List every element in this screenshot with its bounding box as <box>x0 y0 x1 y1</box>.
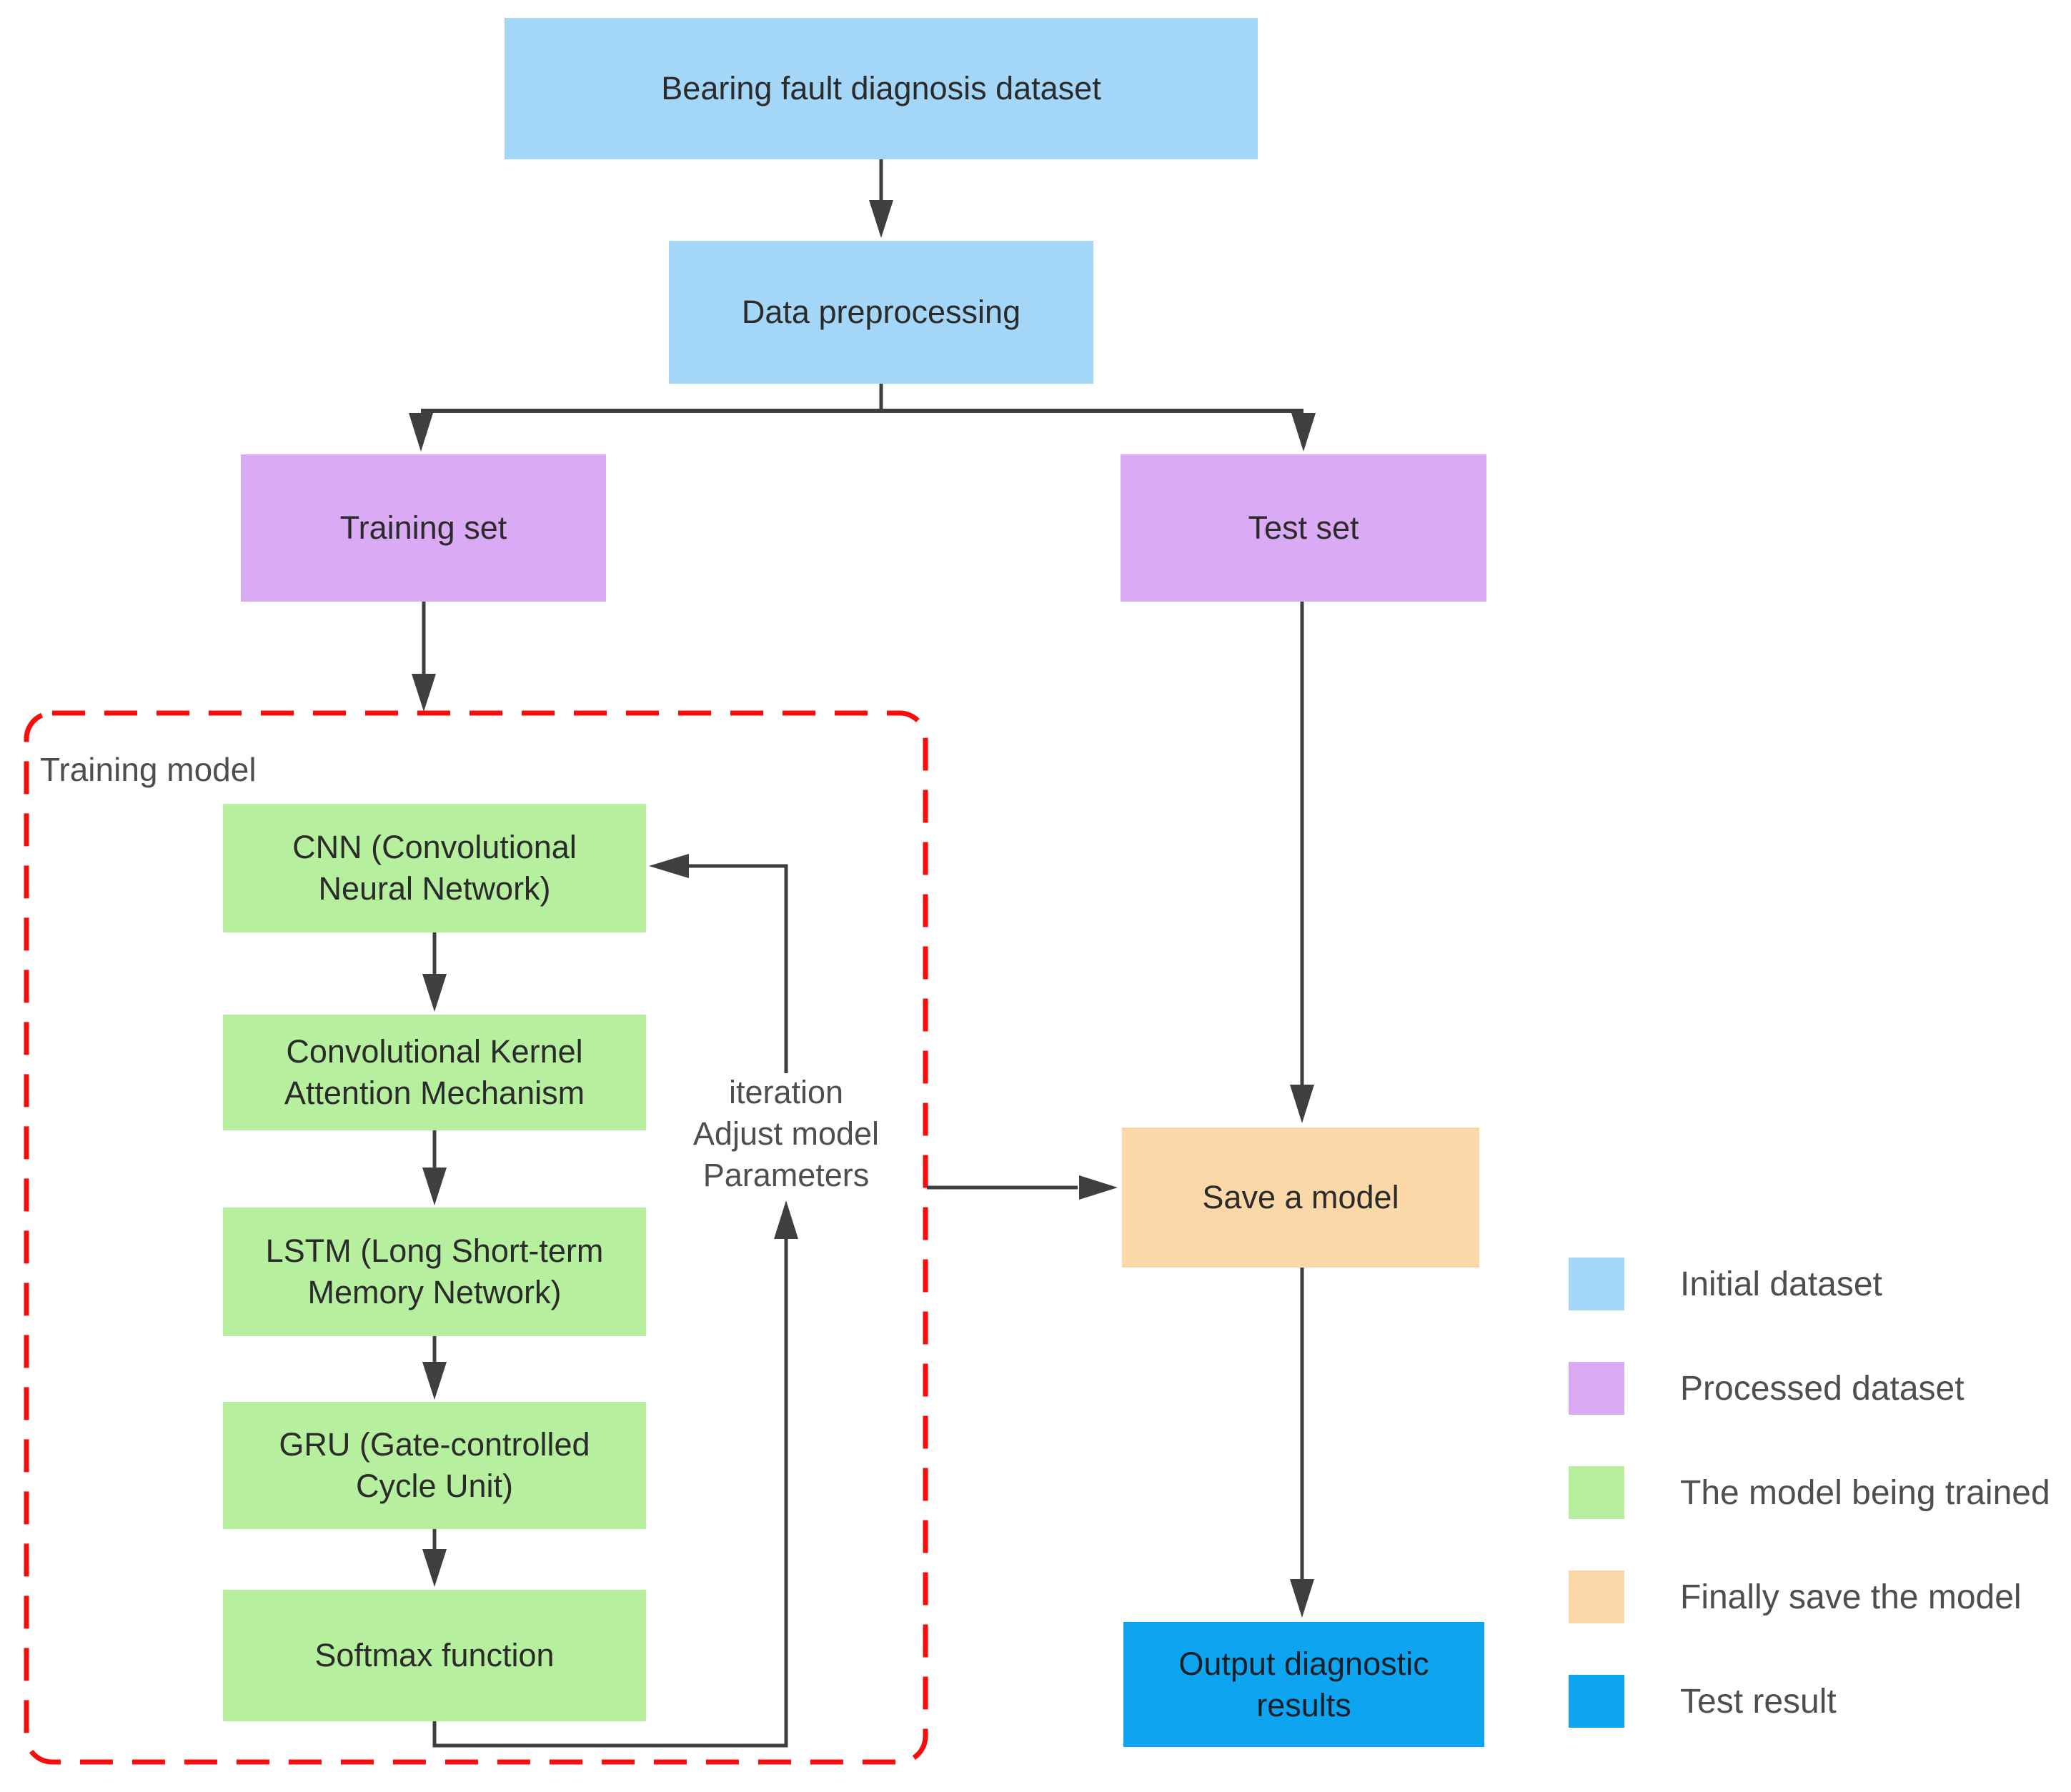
arrowhead-group-to-save <box>1079 1175 1118 1200</box>
node-save-model: Save a model <box>1122 1128 1479 1268</box>
arrowhead-to-attention <box>422 974 447 1012</box>
legend: Initial dataset Processed dataset The mo… <box>1569 1258 2050 1728</box>
legend-label: The model being trained <box>1680 1473 2050 1512</box>
edge-feedback-top <box>687 864 788 1073</box>
arrowhead-to-softmax <box>422 1549 447 1587</box>
node-output-results: Output diagnostic results <box>1123 1622 1484 1747</box>
legend-item: Finally save the model <box>1569 1571 2050 1623</box>
arrowheads <box>409 200 1316 1618</box>
legend-label: Initial dataset <box>1680 1265 1882 1303</box>
arrowhead-test-to-save <box>1290 1085 1314 1123</box>
node-gru: GRU (Gate-controlled Cycle Unit) <box>223 1402 646 1529</box>
connector-lines <box>421 159 1304 1748</box>
node-softmax: Softmax function <box>223 1590 646 1721</box>
iteration-annotation-line: Parameters <box>702 1157 870 1193</box>
node-attention-mechanism: Convolutional Kernel Attention Mechanism <box>223 1015 646 1130</box>
node-training-set: Training set <box>241 454 606 602</box>
iteration-annotation-line: iteration <box>728 1074 844 1110</box>
legend-swatch-model-being-trained <box>1569 1466 1624 1519</box>
legend-swatch-test-result <box>1569 1675 1624 1728</box>
node-data-preprocessing: Data preprocessing <box>669 241 1093 384</box>
legend-swatch-save-model <box>1569 1571 1624 1623</box>
arrowhead-to-gru <box>422 1362 447 1400</box>
training-model-group-label: Training model <box>40 751 257 788</box>
arrowhead-to-preprocessing <box>869 200 893 238</box>
arrowhead-feedback-up <box>774 1200 798 1239</box>
legend-item: The model being trained <box>1569 1466 2050 1519</box>
node-test-set: Test set <box>1121 454 1486 602</box>
legend-swatch-initial-dataset <box>1569 1258 1624 1310</box>
legend-label: Test result <box>1680 1682 1837 1721</box>
arrowhead-to-testset <box>1291 413 1316 452</box>
training-model-group-border <box>24 710 928 1765</box>
legend-item: Test result <box>1569 1675 2050 1728</box>
legend-item: Processed dataset <box>1569 1362 2050 1415</box>
arrowhead-into-cnn <box>649 854 689 878</box>
iteration-annotation: iteration Adjust model Parameters <box>629 1072 943 1196</box>
arrowhead-to-lstm <box>422 1168 447 1205</box>
node-cnn: CNN (Convolutional Neural Network) <box>223 804 646 932</box>
legend-swatch-processed-dataset <box>1569 1362 1624 1415</box>
iteration-annotation-line: Adjust model <box>692 1115 880 1152</box>
legend-item: Initial dataset <box>1569 1258 2050 1310</box>
arrowhead-to-trainingset <box>409 413 433 452</box>
arrowhead-save-to-output <box>1290 1579 1314 1618</box>
legend-label: Finally save the model <box>1680 1578 2022 1616</box>
node-lstm: LSTM (Long Short-term Memory Network) <box>223 1208 646 1336</box>
legend-label: Processed dataset <box>1680 1369 1965 1408</box>
edge-feedback-bottom <box>432 1238 788 1748</box>
arrowhead-to-group <box>412 674 436 712</box>
node-bearing-dataset: Bearing fault diagnosis dataset <box>505 18 1258 159</box>
